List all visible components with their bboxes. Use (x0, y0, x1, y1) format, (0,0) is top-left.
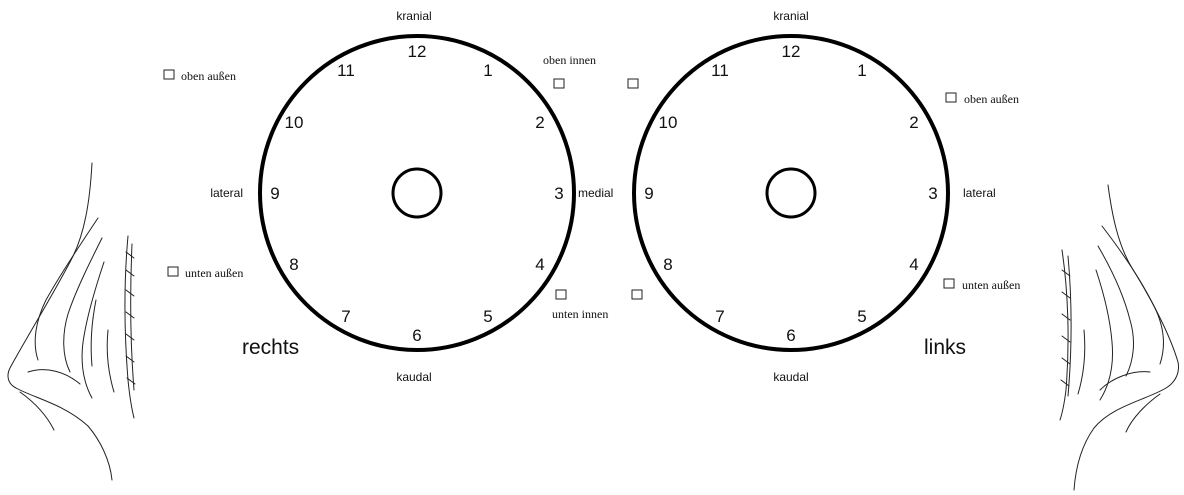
label-right-upper-outer: oben außen (181, 69, 236, 83)
checkbox-left-lower-outer[interactable] (944, 279, 954, 288)
left-bottom-label: kaudal (773, 370, 808, 384)
clock-hour-9: 9 (644, 184, 653, 203)
right-bottom-label: kaudal (396, 370, 431, 384)
left-top-label: kranial (773, 9, 808, 23)
label-right-lower-outer: unten außen (185, 266, 243, 280)
right-top-label: kranial (396, 9, 431, 23)
clock-hour-10: 10 (285, 113, 304, 132)
label-upper-inner: oben innen (543, 53, 596, 67)
clock-hour-10: 10 (659, 113, 678, 132)
checkbox-right-lower-inner[interactable] (556, 290, 566, 299)
clock-hour-7: 7 (715, 307, 724, 326)
clock-hour-6: 6 (412, 326, 421, 345)
clock-hour-12: 12 (408, 42, 427, 61)
label-left-lower-outer: unten außen (962, 278, 1020, 292)
checkbox-right-lower-outer[interactable] (168, 267, 178, 276)
right-breast-outline (260, 36, 574, 350)
clock-hour-8: 8 (289, 255, 298, 274)
clock-hour-3: 3 (554, 184, 563, 203)
clock-hour-7: 7 (341, 307, 350, 326)
checkbox-right-upper-inner[interactable] (554, 79, 564, 88)
clock-hour-2: 2 (535, 113, 544, 132)
checkbox-left-upper-inner[interactable] (628, 79, 638, 88)
clock-hour-6: 6 (786, 326, 795, 345)
left-lateral-label: lateral (963, 186, 996, 200)
right-side-label: rechts (242, 336, 299, 359)
clock-hour-1: 1 (483, 61, 492, 80)
clock-hour-5: 5 (857, 307, 866, 326)
clock-hour-4: 4 (909, 255, 918, 274)
clock-hour-8: 8 (663, 255, 672, 274)
right-medial-label: medial (578, 186, 613, 200)
checkbox-left-lower-inner[interactable] (632, 290, 642, 299)
checkbox-right-upper-outer[interactable] (164, 70, 174, 79)
clock-hour-11: 11 (711, 61, 729, 80)
left-nipple (767, 169, 815, 217)
left-breast-outline (634, 36, 948, 350)
clock-hour-4: 4 (535, 255, 544, 274)
label-lower-inner: unten innen (552, 307, 608, 321)
clock-hour-12: 12 (782, 42, 801, 61)
left-side-label: links (924, 336, 966, 359)
clock-hour-2: 2 (909, 113, 918, 132)
clock-hour-9: 9 (270, 184, 279, 203)
clock-hour-5: 5 (483, 307, 492, 326)
right-lateral-label: lateral (210, 186, 243, 200)
clock-hour-11: 11 (337, 61, 355, 80)
checkbox-left-upper-outer[interactable] (946, 93, 956, 102)
left-breast-profile-sketch (1060, 185, 1179, 490)
right-nipple (393, 169, 441, 217)
clock-hour-1: 1 (857, 61, 866, 80)
label-left-upper-outer: oben außen (964, 92, 1019, 106)
clock-hour-3: 3 (928, 184, 937, 203)
right-breast-profile-sketch (8, 163, 135, 480)
